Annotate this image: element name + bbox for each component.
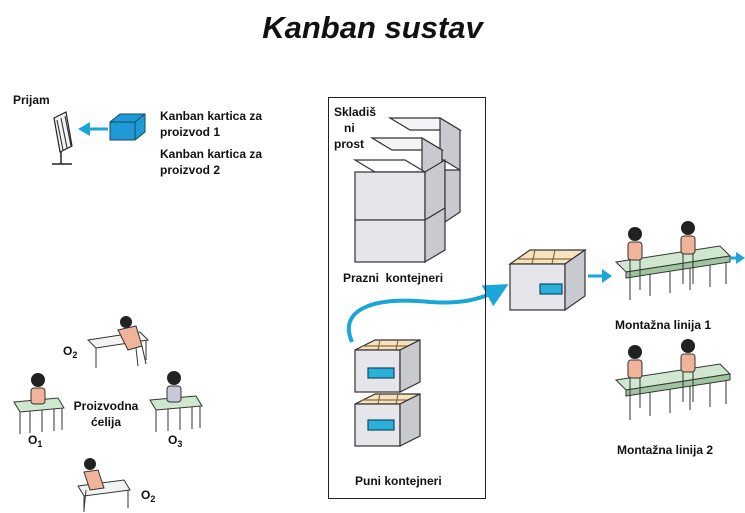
warehouse-title-line: Skladiš [334,105,377,119]
worker-icon [680,221,696,284]
workstation-o2-top [86,316,150,368]
warehouse-frame [328,97,486,499]
kanban-card-icon [109,113,146,141]
empty-containers-stack [352,116,463,264]
worker-icon [166,371,182,403]
operator-label: O2 [63,344,78,360]
workstation-o2-bottom [77,458,131,512]
full-containers-stack [354,339,421,447]
production-cell-label-line: ćelija [90,415,122,429]
warehouse-title: Skladiš ni prost [334,104,382,152]
assembly-line-1 [614,221,732,300]
flow-arrow-curve [346,284,509,343]
worker-icon [680,339,696,402]
warehouse-title-line: prost [334,137,364,151]
assembly-line-2-label: Montažna linija 2 [617,443,714,457]
kanban-card-2-label: Kanban kartica za proizvod 2 [160,147,263,177]
diagram-title: Kanban sustav [262,10,483,45]
kanban-card-1-label: Kanban kartica za proizvod 1 [160,109,263,139]
production-cell-label-line: Proizvodna [73,399,139,413]
worker-icon [627,345,643,408]
worker-icon [30,373,46,405]
worker-icon [117,316,147,367]
worker-icon [83,458,105,511]
empty-containers-label: Prazni kontejneri [343,271,444,285]
workstation-o3 [149,371,203,432]
production-cell-label: Proizvodna ćelija [67,398,145,430]
workstation-o1 [13,373,65,434]
operator-label: O1 [28,433,43,449]
reception-label: Prijam [13,93,50,107]
full-containers-label: Puni kontejneri [355,474,442,488]
reception-rack-icon [52,111,73,165]
card-arrow [78,122,108,136]
worker-icon [627,227,643,290]
operator-label: O3 [168,433,183,449]
operator-label: O2 [141,488,156,504]
container-icon [508,248,587,312]
warehouse-title-line: ni [344,121,355,135]
assembly-line-1-label: Montažna linija 1 [615,318,712,332]
assembly-line-2 [614,339,732,420]
